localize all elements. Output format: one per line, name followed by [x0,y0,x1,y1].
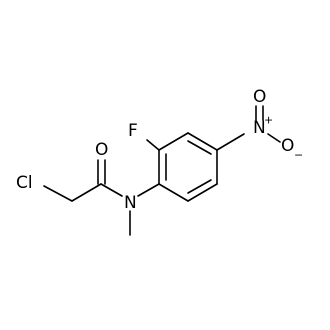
atom-f: F [128,121,138,141]
atom-o-nitro-top: O [253,87,266,107]
atom-n-amide: N [124,193,137,213]
atom-labels: Cl O N F N + O O − [16,87,303,213]
charge-negative: − [294,149,303,162]
bond-carbonyl-n [100,183,123,197]
bond-ch2-carbonyl [71,183,102,202]
ring-bond-6-1 [158,183,189,202]
atom-cl: Cl [16,173,33,193]
bonds [43,105,281,236]
bond-ring-nitro [216,133,245,151]
atom-o-nitro-right: O [281,136,294,156]
bond-nitro-o-right [267,133,281,143]
bond-cl-ch2 [43,185,73,202]
ring-bond-5-6 [187,183,218,202]
atom-o-carbonyl: O [95,140,108,160]
atom-n-nitro: N [253,118,266,138]
bond-n-ring [137,183,160,197]
ring-inner-5-6 [187,179,212,194]
ring-bond-3-4 [187,132,218,151]
bond-ring-f [146,139,160,151]
charge-positive: + [264,114,273,127]
ring-bond-2-3 [158,132,189,151]
ring-inner-3-4 [187,140,212,155]
